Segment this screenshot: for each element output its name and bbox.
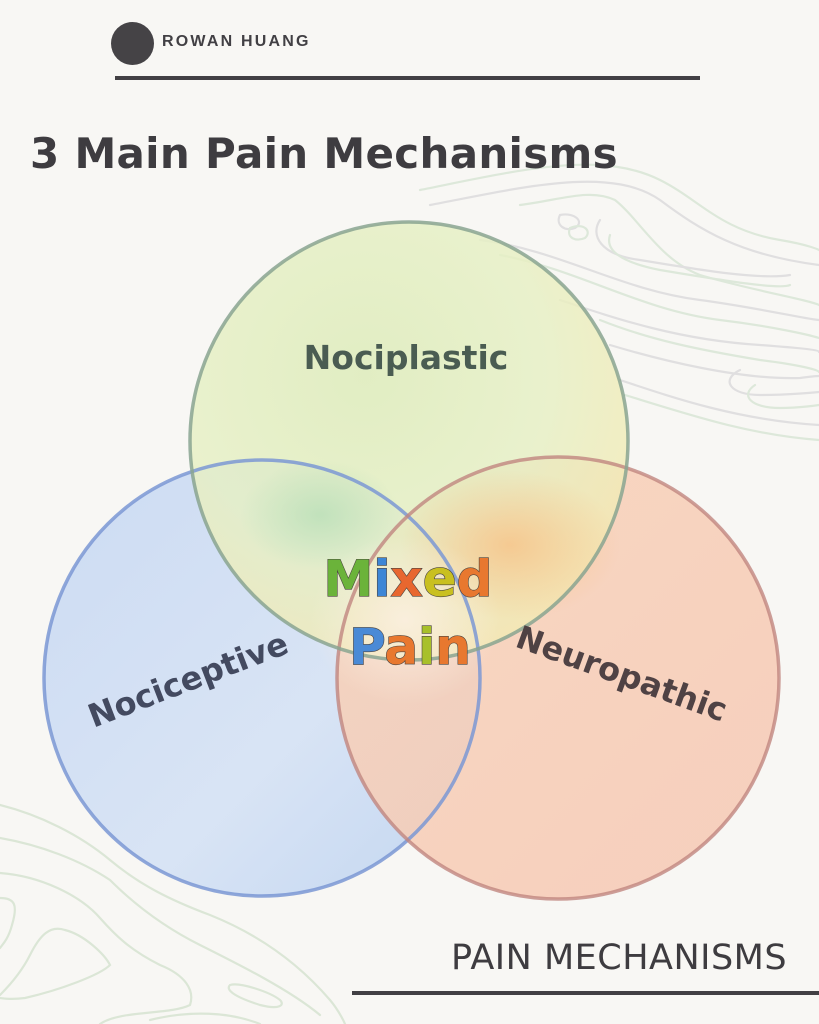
- mixed-letter: e: [423, 550, 457, 608]
- mixed-letter: i: [373, 550, 390, 608]
- pain-letter: a: [384, 618, 418, 676]
- footer-label: PAIN MECHANISMS: [451, 938, 788, 978]
- pain-letter: n: [435, 618, 471, 676]
- mixed-letter: x: [390, 550, 422, 608]
- mixed-letter: d: [457, 550, 493, 608]
- footer-divider: [352, 991, 819, 995]
- pain-letter: i: [418, 618, 435, 676]
- page-title: 3 Main Pain Mechanisms: [30, 129, 618, 178]
- venn-outline-nociceptive: [42, 458, 482, 898]
- mixed-pain-line2: Pain: [349, 618, 471, 676]
- venn-outline-neuropathic: [335, 455, 781, 901]
- mixed-letter: M: [324, 550, 374, 608]
- avatar: [111, 22, 154, 65]
- label-nociplastic: Nociplastic: [304, 338, 509, 377]
- mixed-pain-line1: Mixed: [324, 550, 493, 608]
- venn-outline-nociplastic: [188, 220, 630, 662]
- pain-letter: P: [349, 618, 384, 676]
- overlap-glow-center: [310, 535, 500, 705]
- overlap-glow-mint: [240, 460, 400, 570]
- header-divider: [115, 76, 700, 80]
- author-name: ROWAN HUANG: [162, 33, 311, 50]
